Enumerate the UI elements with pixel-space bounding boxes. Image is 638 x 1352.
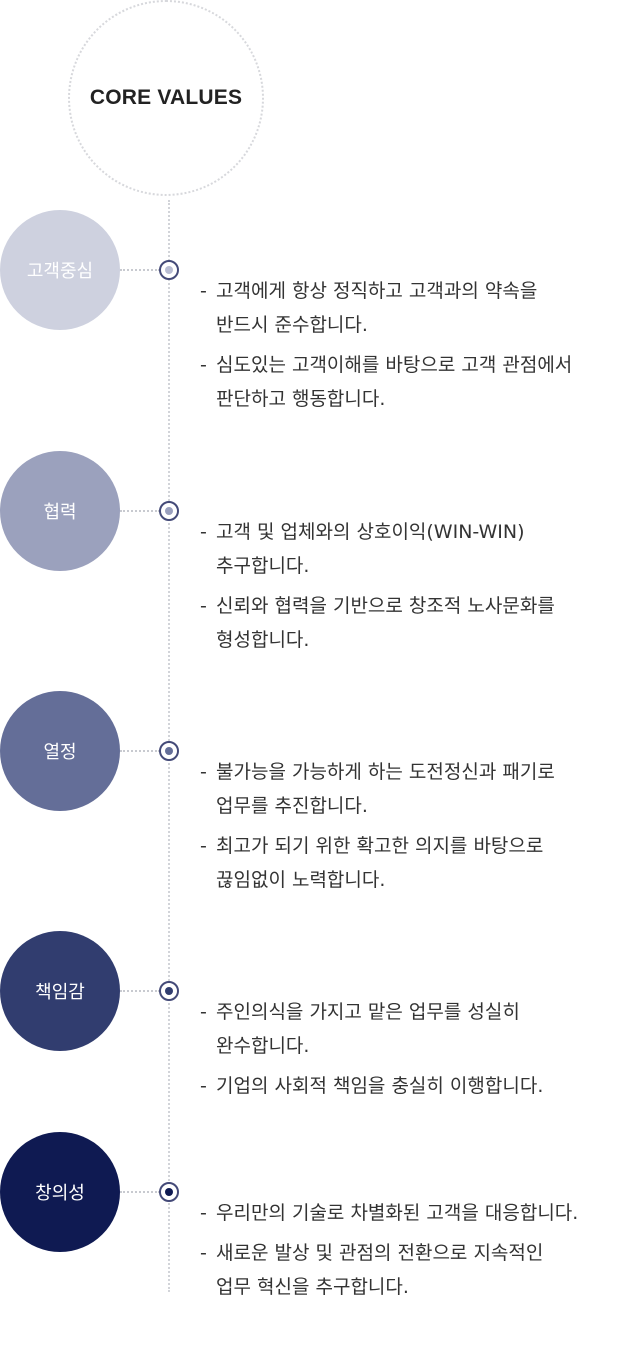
timeline-node-icon [159, 501, 179, 521]
value-circle: 협력 [0, 451, 120, 571]
timeline-node-dot [165, 747, 173, 755]
description-line: 끊임없이 노력합니다. [216, 869, 386, 891]
value-circle: 고객중심 [0, 210, 120, 330]
description-line: 새로운 발상 및 관점의 전환으로 지속적인 [216, 1242, 544, 1264]
description-line: 추구합니다. [216, 555, 310, 577]
description-line: 최고가 되기 위한 확고한 의지를 바탕으로 [216, 835, 544, 857]
description-line: 완수합니다. [216, 1035, 310, 1057]
description-line: 업무를 추진합니다. [216, 795, 368, 817]
description-line: 형성합니다. [216, 629, 310, 651]
value-row: 협력고객 및 업체와의 상호이익(WIN-WIN) 추구합니다. 신뢰와 협력을 기… [0, 451, 638, 671]
connector-line [120, 750, 160, 752]
value-row: 창의성우리만의 기술로 차별화된 고객을 대응합니다. 새로운 발상 및 관점의 … [0, 1132, 638, 1352]
connector-line [120, 510, 160, 512]
timeline-node-icon [159, 981, 179, 1001]
value-circle: 책임감 [0, 931, 120, 1051]
timeline-node-icon [159, 1182, 179, 1202]
timeline-node-icon [159, 260, 179, 280]
timeline-node-dot [165, 1188, 173, 1196]
description-line: 주인의식을 가지고 맡은 업무를 성실히 [216, 1001, 520, 1023]
description-line: 고객 및 업체와의 상호이익(WIN-WIN) [216, 521, 525, 543]
core-values-circle: CORE VALUES [68, 0, 264, 196]
timeline-node-icon [159, 741, 179, 761]
description-item: 기업의 사회적 책임을 충실히 이행합니다. [200, 1069, 638, 1103]
timeline-node-dot [165, 266, 173, 274]
description-line: 기업의 사회적 책임을 충실히 이행합니다. [216, 1075, 544, 1097]
description-line: 신뢰와 협력을 기반으로 창조적 노사문화를 [216, 595, 555, 617]
description-line: 업무 혁신을 추구합니다. [216, 1276, 409, 1298]
timeline-node-dot [165, 987, 173, 995]
value-description: 고객 및 업체와의 상호이익(WIN-WIN) 추구합니다. 신뢰와 협력을 기반으… [200, 515, 638, 663]
description-line: 반드시 준수합니다. [216, 314, 368, 336]
value-circle: 열정 [0, 691, 120, 811]
connector-line [120, 990, 160, 992]
connector-line [120, 1191, 160, 1193]
description-line: 심도있는 고객이해를 바탕으로 고객 관점에서 [216, 354, 573, 376]
description-item: 우리만의 기술로 차별화된 고객을 대응합니다. [200, 1196, 638, 1230]
value-circle: 창의성 [0, 1132, 120, 1252]
connector-line [120, 269, 160, 271]
core-values-title: CORE VALUES [89, 86, 243, 109]
description-line: 불가능을 가능하게 하는 도전정신과 패기로 [216, 761, 555, 783]
description-line: 판단하고 행동합니다. [216, 388, 386, 410]
description-line: 우리만의 기술로 차별화된 고객을 대응합니다. [216, 1202, 579, 1224]
description-line: 고객에게 항상 정직하고 고객과의 약속을 [216, 280, 538, 302]
value-description: 우리만의 기술로 차별화된 고객을 대응합니다. 새로운 발상 및 관점의 전환으… [200, 1196, 638, 1310]
description-item: 고객 및 업체와의 상호이익(WIN-WIN) 추구합니다. [200, 515, 638, 583]
timeline-node-dot [165, 507, 173, 515]
